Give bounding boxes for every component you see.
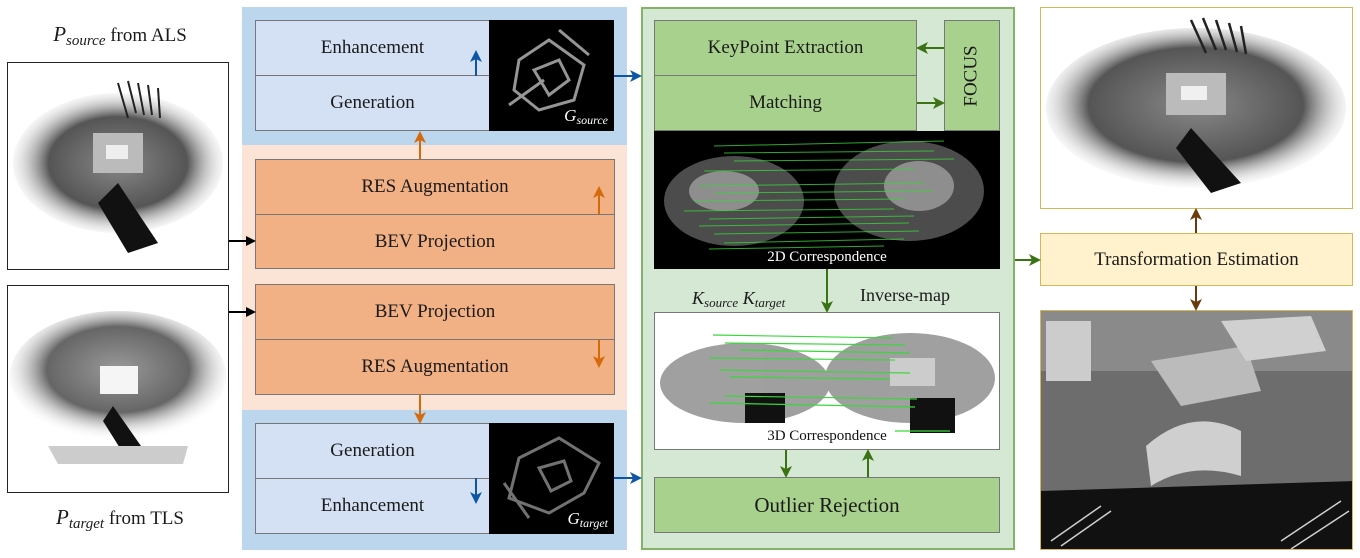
source-res-augmentation-label: RES Augmentation (361, 176, 509, 197)
target-symbol: P (56, 505, 69, 529)
source-point-cloud-render (13, 80, 223, 253)
source-bev-projection-label: BEV Projection (374, 230, 496, 252)
k-target-symbol: K (742, 288, 755, 308)
source-caption: Psource from ALS (0, 22, 240, 50)
source-suffix: from ALS (105, 25, 187, 46)
source-generation-box: Generation (255, 75, 490, 131)
target-suffix: from TLS (104, 508, 184, 529)
source-enhancement-label: Enhancement (320, 37, 425, 58)
source-bev-projection-box: BEV Projection (255, 214, 615, 269)
registered-overview-render (1046, 17, 1346, 193)
correspondence-3d-image: 3D Correspondence (654, 312, 1000, 450)
target-bev-projection-box: BEV Projection (255, 284, 615, 340)
g-target-symbol: G (567, 509, 580, 528)
target-generation-box: Generation (255, 423, 490, 479)
target-bev-projection-label: BEV Projection (374, 301, 496, 322)
target-point-cloud-render (10, 311, 226, 464)
keypoint-extraction-label: KeyPoint Extraction (707, 37, 864, 58)
k-target-subscript: target (754, 295, 786, 310)
g-source-subscript: source (576, 113, 608, 127)
source-res-augmentation-box: RES Augmentation (255, 159, 615, 215)
target-generation-label: Generation (330, 440, 415, 461)
target-enhancement-box: Enhancement (255, 478, 490, 534)
matching-box: Matching (654, 75, 917, 131)
matching-label: Matching (749, 92, 822, 113)
keypoint-labels: Ksource Ktarget (692, 288, 785, 311)
correspondence-3d-render (660, 333, 995, 433)
source-bev-image: Gsource (489, 20, 614, 131)
target-caption: Ptarget from TLS (0, 505, 240, 533)
g-target-subscript: target (579, 516, 608, 530)
source-enhancement-box: Enhancement (255, 20, 490, 76)
source-point-cloud-image (7, 62, 229, 270)
target-bev-render (502, 436, 601, 519)
target-res-augmentation-box: RES Augmentation (255, 339, 615, 395)
registered-closeup-image (1040, 310, 1353, 550)
focus-label: FOCUS (961, 44, 982, 107)
keypoint-extraction-box: KeyPoint Extraction (654, 20, 917, 76)
source-subscript: source (66, 33, 106, 49)
g-source-symbol: G (564, 106, 577, 125)
inverse-map-label: Inverse-map (860, 285, 950, 305)
g-source-label: Gsource (564, 106, 608, 128)
k-source-subscript: source (704, 295, 739, 310)
target-subscript: target (68, 516, 105, 532)
source-symbol: P (53, 22, 67, 46)
k-source-symbol: K (692, 288, 705, 308)
source-generation-label: Generation (330, 92, 415, 113)
correspondence-3d-label: 3D Correspondence (767, 428, 887, 444)
target-point-cloud-image (7, 285, 229, 493)
target-bev-image: Gtarget (489, 423, 614, 534)
transformation-estimation-label: Transformation Estimation (1094, 248, 1299, 270)
registered-closeup-render (1041, 311, 1352, 549)
transformation-estimation-box: Transformation Estimation (1040, 233, 1353, 286)
correspondence-2d-image: 2D Correspondence (654, 131, 1000, 269)
target-enhancement-label: Enhancement (320, 495, 425, 516)
correspondence-2d-render (664, 140, 984, 250)
outlier-rejection-label: Outlier Rejection (754, 492, 900, 517)
target-res-augmentation-label: RES Augmentation (361, 356, 509, 377)
source-bev-render (508, 28, 590, 112)
outlier-rejection-box: Outlier Rejection (654, 477, 1000, 533)
correspondence-2d-label: 2D Correspondence (767, 249, 887, 265)
registered-overview-image (1040, 7, 1353, 209)
focus-box: FOCUS (944, 20, 1000, 131)
g-target-label: Gtarget (568, 509, 609, 531)
